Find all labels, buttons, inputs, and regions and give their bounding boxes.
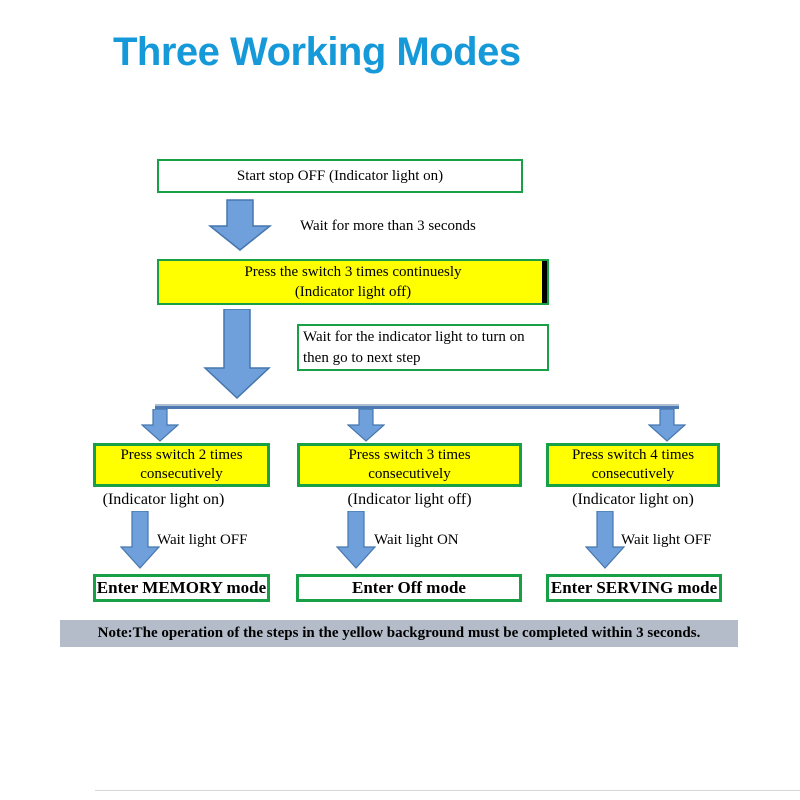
start-box: Start stop OFF (Indicator light on) [157, 159, 523, 193]
start-box-label: Start stop OFF (Indicator light on) [236, 167, 444, 184]
wait-indicator-line2: then go to next step [303, 349, 421, 366]
down-arrow-icon [585, 511, 625, 569]
branch-1-indicator-label: (Indicator light off) [347, 491, 472, 508]
wait-indicator-box: Wait for the indicator light to turn on … [297, 324, 549, 371]
page-title: Three Working Modes [113, 30, 521, 74]
branch-1-line2: consecutively [368, 466, 451, 482]
branch-0-line2: consecutively [140, 466, 223, 482]
branch-0-wait-label: Wait light OFF [157, 532, 248, 548]
branch-0-indicator-label: (Indicator light on) [102, 491, 225, 508]
down-arrow-icon [141, 409, 179, 442]
branch-press-2-times-box: Press switch 2 times consecutively [93, 443, 270, 487]
branch-press-3-times-box: Press switch 3 times consecutively [297, 443, 522, 487]
branch-1-wait-label: Wait light ON [374, 532, 459, 548]
note-bar: Note:The operation of the steps in the y… [60, 620, 738, 647]
enter-off-mode-box: Enter Off mode [296, 574, 522, 602]
wait-3-seconds-label: Wait for more than 3 seconds [300, 218, 476, 234]
branch-2-wait-label: Wait light OFF [621, 532, 712, 548]
down-arrow-icon [648, 409, 686, 442]
press-switch-3-times-box: Press the switch 3 times continuesly (In… [157, 259, 549, 305]
down-arrow-icon [203, 309, 271, 399]
branch-0-line1: Press switch 2 times [120, 447, 243, 463]
branch-connector-line [155, 404, 679, 409]
branch-1-line1: Press switch 3 times [348, 447, 471, 463]
branch-2-line2: consecutively [591, 466, 675, 482]
wait-indicator-line1: Wait for the indicator light to turn on [303, 328, 525, 345]
bottom-divider [95, 790, 800, 791]
press-box-line1: Press the switch 3 times continuesly [244, 264, 462, 280]
enter-memory-mode-box: Enter MEMORY mode [93, 574, 270, 602]
down-arrow-icon [347, 409, 385, 442]
down-arrow-icon [207, 199, 273, 251]
branch-2-indicator-label: (Indicator light on) [572, 491, 694, 508]
down-arrow-icon [336, 511, 376, 569]
branch-press-4-times-box: Press switch 4 times consecutively [546, 443, 720, 487]
enter-serving-mode-box: Enter SERVING mode [546, 574, 722, 602]
down-arrow-icon [120, 511, 160, 569]
press-box-line2: (Indicator light off) [294, 284, 412, 300]
branch-2-line1: Press switch 4 times [571, 447, 695, 463]
